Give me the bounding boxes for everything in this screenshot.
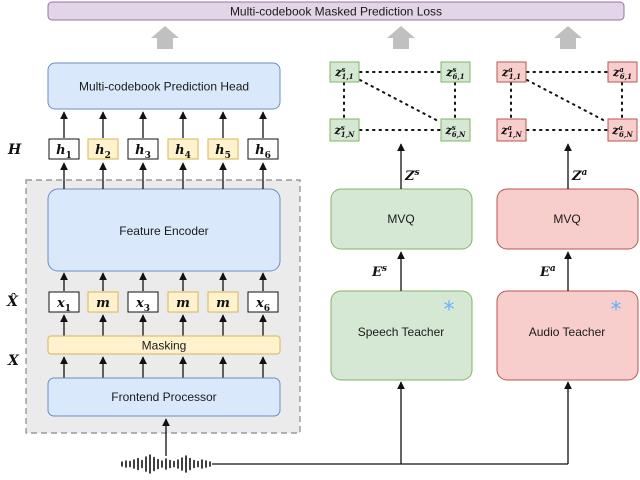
- row-label-h: H: [7, 142, 22, 158]
- feature-encoder-label: Feature Encoder: [119, 224, 208, 238]
- h-token-box: [127, 138, 159, 160]
- h-token-box: [167, 138, 199, 160]
- audio-code-box: [496, 61, 527, 83]
- row-label-x: X: [7, 353, 20, 369]
- masking-to-xhat-arrows: [60, 314, 267, 336]
- audio-frozen-star-icon: *: [611, 298, 622, 323]
- audio-teacher-label: Audio Teacher: [529, 325, 606, 339]
- big-arrow-left: [151, 26, 179, 49]
- audio-e-label: Ea: [539, 264, 556, 280]
- xhat-token-box: [247, 291, 279, 313]
- row-label-xhat: X̂: [6, 292, 19, 310]
- masking-label: Masking: [142, 339, 187, 353]
- masking-box: [47, 335, 281, 355]
- h-token-box: [247, 138, 279, 160]
- speech-code-box: [440, 118, 471, 142]
- speech-e-label: Es: [371, 264, 387, 280]
- prediction-head-box: [47, 62, 281, 110]
- audio-code-box: [607, 118, 638, 142]
- encoder-to-h-arrows: [60, 162, 267, 189]
- audio-mvq-label: MVQ: [553, 212, 580, 226]
- h-to-head-arrows: [60, 111, 267, 138]
- speech-code-box: [440, 61, 471, 83]
- xhat-token-box: [207, 291, 239, 313]
- loss-label: Multi-codebook Masked Prediction Loss: [230, 5, 442, 19]
- feature-encoder-box: [47, 188, 281, 272]
- xhat-token-label: m: [96, 296, 110, 311]
- frontend-processor-label: Frontend Processor: [111, 390, 216, 404]
- waveform-routing: [162, 381, 572, 465]
- prediction-head-label: Multi-codebook Prediction Head: [79, 80, 249, 94]
- speech-code-grid-dots: [343, 71, 456, 131]
- h-token-label: h5: [215, 143, 231, 161]
- speech-z-label: Zs: [404, 168, 420, 184]
- xhat-token-label: x1: [56, 296, 71, 314]
- xhat-token-box: [167, 291, 199, 313]
- xhat-token-row: x1 m x3 m m x6: [48, 291, 279, 314]
- h-token-label: h3: [135, 143, 151, 161]
- h-token-label: h6: [255, 143, 271, 161]
- frontend-to-masking-arrows: [60, 356, 267, 378]
- h-token-box: [87, 138, 119, 160]
- audio-code-box: [496, 118, 527, 142]
- speech-code-box: [329, 118, 360, 142]
- h-token-box: [48, 138, 80, 160]
- speech-frozen-star-icon: *: [444, 298, 455, 323]
- h-token-label: h2: [95, 143, 111, 161]
- audio-waveform-icon: [121, 454, 211, 474]
- xhat-token-label: x3: [135, 296, 150, 314]
- speech-code-box: [329, 61, 360, 83]
- h-token-box: [207, 138, 239, 160]
- big-arrow-audio: [554, 26, 582, 49]
- xhat-token-label: m: [216, 296, 230, 311]
- audio-code-box: [607, 61, 638, 83]
- audio-code-grid-dots: [510, 71, 623, 131]
- xhat-to-encoder-arrows: [60, 272, 267, 291]
- big-gray-arrows: [151, 26, 582, 49]
- xhat-token-box: [87, 291, 119, 313]
- xhat-token-box: [127, 291, 159, 313]
- xhat-token-label: x6: [255, 296, 270, 314]
- xhat-token-box: [48, 291, 80, 313]
- speech-teacher-label: Speech Teacher: [358, 325, 445, 339]
- h-token-row: h1 h2 h3 h4 h5 h6: [48, 138, 279, 161]
- xhat-token-label: m: [176, 296, 190, 311]
- loss-box: [47, 1, 625, 21]
- speech-mvq-label: MVQ: [387, 212, 414, 226]
- big-arrow-speech: [387, 26, 415, 49]
- h-token-label: h4: [175, 143, 191, 161]
- audio-z-label: Za: [571, 168, 588, 184]
- h-token-label: h1: [56, 143, 72, 161]
- frontend-processor-box: [47, 377, 281, 417]
